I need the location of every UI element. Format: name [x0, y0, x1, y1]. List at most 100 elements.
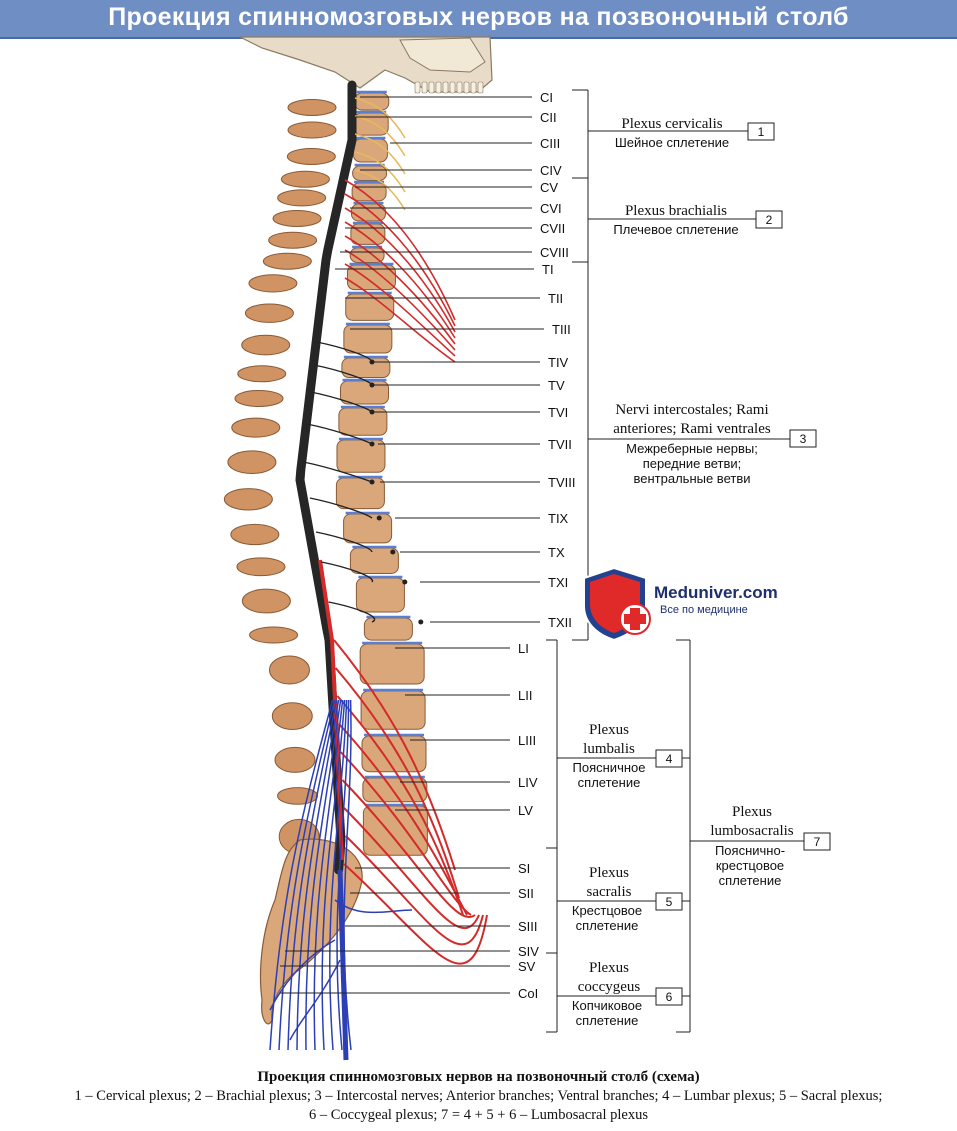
level-label-ciii: CIII: [540, 136, 560, 151]
plexus-5-box-text: 5: [666, 895, 673, 909]
vertebral-body: [336, 478, 384, 509]
vertebral-body: [353, 166, 387, 180]
level-label-tvi: TVI: [548, 405, 568, 420]
nerve-dot: [418, 620, 423, 625]
level-label-cii: CII: [540, 110, 557, 125]
spinous-process: [269, 656, 309, 684]
spinous-process: [275, 747, 315, 772]
spinous-process: [281, 171, 329, 187]
vertebral-body: [354, 113, 388, 135]
plexus-3-russian-line: Межреберные нервы;: [626, 441, 758, 456]
level-label-ti: TI: [542, 262, 554, 277]
plexus-7-russian-line: сплетение: [719, 873, 782, 888]
level-label-siii: SIII: [518, 919, 538, 934]
plexus-3-box-text: 3: [800, 432, 807, 446]
level-label-cvii: CVII: [540, 221, 565, 236]
tooth: [464, 82, 469, 93]
level-label-siv: SIV: [518, 944, 539, 959]
plexus-1-russian: Шейное сплетение: [615, 135, 729, 150]
spinous-process: [269, 232, 317, 248]
nerve-dot: [370, 442, 375, 447]
level-label-liv: LIV: [518, 775, 538, 790]
level-label-tiii: TIII: [552, 322, 571, 337]
plexus-2-russian: Плечевое сплетение: [613, 222, 738, 237]
vertebral-body: [352, 183, 386, 201]
plexus-3-latin-line1: Nervi intercostales; Rami: [615, 402, 768, 418]
spinous-process: [272, 703, 312, 730]
logo-tagline: Все по медицине: [660, 604, 748, 616]
level-label-txii: TXII: [548, 615, 572, 630]
level-label-cvi: CVI: [540, 201, 562, 216]
spinous-process: [238, 366, 286, 382]
plexus-1-box-text: 1: [758, 125, 765, 139]
level-label-tv: TV: [548, 378, 565, 393]
spinous-process: [242, 589, 290, 613]
vertebral-body: [341, 381, 389, 404]
level-label-coi: CoI: [518, 986, 538, 1001]
spinous-process: [263, 253, 311, 269]
spinous-process: [249, 275, 297, 292]
level-label-tvii: TVII: [548, 437, 572, 452]
level-label-tiv: TIV: [548, 355, 569, 370]
tooth: [478, 82, 483, 93]
vertebral-body: [356, 578, 404, 612]
tooth: [471, 82, 476, 93]
plexus-1-latin: Plexus cervicalis: [621, 116, 722, 132]
level-label-tviii: TVIII: [548, 475, 575, 490]
vertebral-body: [353, 139, 387, 162]
tooth: [436, 82, 441, 93]
level-label-tx: TX: [548, 545, 565, 560]
plexus-5-latin-line2: sacralis: [587, 884, 632, 900]
spinous-process: [231, 524, 279, 544]
level-label-txi: TXI: [548, 575, 568, 590]
level-label-cviii: CVIII: [540, 245, 569, 260]
plexus-3-russian-line: передние ветви;: [643, 456, 742, 471]
spinous-process: [228, 451, 276, 474]
level-label-tii: TII: [548, 291, 563, 306]
plexus-6-box-text: 6: [666, 990, 673, 1004]
spinous-process: [224, 489, 272, 510]
vertebral-body: [337, 440, 385, 472]
spinous-process: [288, 122, 336, 138]
nerve-dot: [390, 550, 395, 555]
plexus-5-russian-line1: Крестцовое: [572, 903, 642, 918]
plexus-5-latin-line1: Plexus: [589, 865, 629, 881]
level-label-sii: SII: [518, 886, 534, 901]
spinous-process: [278, 190, 326, 206]
level-label-civ: CIV: [540, 163, 562, 178]
plexus-4-russian-line1: Поясничное: [573, 760, 646, 775]
spinous-process: [242, 335, 290, 355]
logo-name: Meduniver.com: [654, 583, 778, 602]
level-label-ci: CI: [540, 90, 553, 105]
plexus-5-russian-line2: сплетение: [576, 918, 639, 933]
plexus-7-russian-line: крестцовое: [716, 858, 784, 873]
vertebral-body: [355, 93, 389, 110]
level-labels: CICIICIIICIVCVCVICVIICVIIITITIITIIITIVTV…: [518, 90, 575, 1001]
vertebral-body: [360, 644, 424, 684]
level-label-lii: LII: [518, 688, 532, 703]
plexus-7-russian-line: Пояснично-: [715, 843, 785, 858]
tooth: [443, 82, 448, 93]
vertebral-body: [364, 618, 412, 640]
spinous-process: [235, 390, 283, 406]
spinous-process: [237, 558, 285, 576]
plexus-2-box-text: 2: [766, 213, 773, 227]
tooth: [429, 82, 434, 93]
plexus-4-russian-line2: сплетение: [578, 775, 641, 790]
cross-h: [624, 614, 646, 624]
level-label-lv: LV: [518, 803, 533, 818]
plexus-3-latin-line2: anteriores; Rami ventrales: [613, 421, 771, 437]
caption-legend-line: 6 – Coccygeal plexus; 7 = 4 + 5 + 6 – Lu…: [0, 1106, 957, 1125]
nerve-dot: [370, 480, 375, 485]
caption-title: Проекция спинномозговых нервов на позвон…: [0, 1068, 957, 1087]
nerve-dot: [377, 516, 382, 521]
plexus-3-russian-line: вентральные ветви: [634, 471, 751, 486]
spinous-process: [245, 304, 293, 322]
plexus-7-latin-line2: lumbosacralis: [710, 823, 793, 839]
plexus-6-russian-line1: Копчиковое: [572, 998, 642, 1013]
level-label-tix: TIX: [548, 511, 569, 526]
vertebral-body: [344, 514, 392, 543]
tooth: [450, 82, 455, 93]
